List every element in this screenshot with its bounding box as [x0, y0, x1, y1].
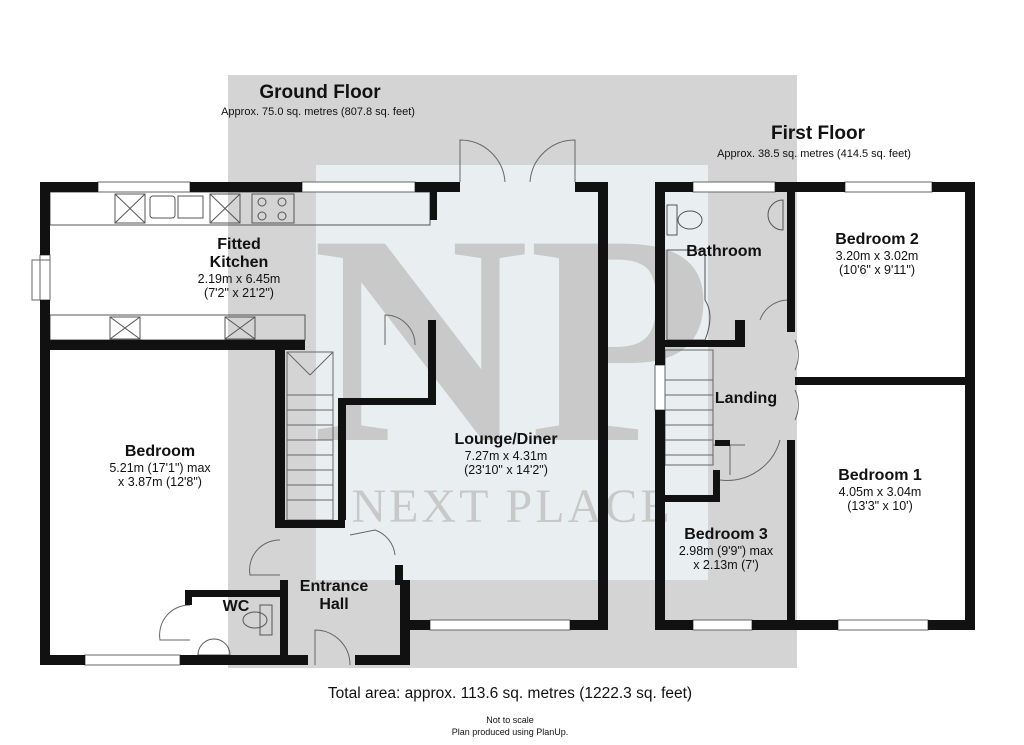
ground-floor-title: Ground Floor	[259, 82, 381, 103]
windows	[39, 181, 933, 666]
room-landing: Landing	[715, 390, 777, 408]
room-dimensions: 3.20m x 3.02m	[835, 249, 919, 263]
first-floor-area: Approx. 38.5 sq. metres (414.5 sq. feet)	[717, 148, 911, 160]
ground-floor-area: Approx. 75.0 sq. metres (807.8 sq. feet)	[221, 106, 415, 118]
room-dimensions: x 3.87m (12'8")	[118, 475, 202, 489]
room-entrance-hall: Entrance Hall	[300, 578, 368, 614]
bathroom-fittings	[197, 199, 784, 656]
room-name: Landing	[714, 390, 778, 407]
room-dimensions: 5.21m (17'1") max	[109, 461, 211, 475]
room-bedroom: Bedroom 5.21m (17'1") max x 3.87m (12'8"…	[109, 443, 210, 489]
room-dimensions: x 2.13m (7')	[693, 558, 759, 572]
not-to-scale-note: Not to scale	[486, 715, 534, 725]
room-dimensions: 2.19m x 6.45m	[197, 272, 281, 286]
room-name: Fitted	[217, 236, 261, 253]
room-name: WC	[222, 598, 250, 615]
room-bedroom-1: Bedroom 1 4.05m x 3.04m (13'3" x 10')	[838, 467, 922, 513]
room-lounge-diner: Lounge/Diner 7.27m x 4.31m (23'10" x 14'…	[454, 431, 557, 477]
walls	[40, 182, 975, 665]
room-dimensions: 4.05m x 3.04m	[838, 485, 922, 499]
room-dimensions: (13'3" x 10')	[847, 499, 913, 513]
watermark-logo: NP	[312, 173, 712, 505]
room-dimensions: (23'10" x 14'2")	[464, 463, 548, 477]
room-name: Bathroom	[686, 243, 762, 260]
room-name: Bedroom 2	[835, 231, 919, 248]
total-area: Total area: approx. 113.6 sq. metres (12…	[327, 685, 693, 702]
watermark-panel	[316, 165, 708, 580]
room-name: Bedroom 1	[838, 467, 922, 484]
room-dimensions: (7'2" x 21'2")	[204, 286, 274, 300]
room-name: Bedroom	[124, 443, 196, 460]
first-floor-title: First Floor	[771, 123, 865, 144]
room-name: Entrance	[299, 578, 369, 595]
room-bedroom-2: Bedroom 2 3.20m x 3.02m (10'6" x 9'11")	[835, 231, 919, 277]
room-bedroom-3: Bedroom 3 2.98m (9'9") max x 2.13m (7')	[679, 526, 773, 572]
watermark-brand: NEXT PLACE	[351, 480, 672, 533]
room-dimensions: 2.98m (9'9") max	[678, 544, 774, 558]
room-name: Lounge/Diner	[454, 431, 558, 448]
room-name: Bedroom 3	[684, 526, 768, 543]
room-bathroom: Bathroom	[686, 243, 762, 261]
room-name: Hall	[319, 596, 349, 613]
room-name: Kitchen	[209, 254, 269, 271]
ground-stairs	[286, 351, 334, 521]
room-dimensions: (10'6" x 9'11")	[839, 263, 915, 277]
room-fitted-kitchen: Fitted Kitchen 2.19m x 6.45m (7'2" x 21'…	[198, 236, 281, 300]
plan-credit: Plan produced using PlanUp.	[451, 727, 569, 737]
room-wc: WC	[223, 598, 250, 616]
room-dimensions: 7.27m x 4.31m	[464, 449, 548, 463]
